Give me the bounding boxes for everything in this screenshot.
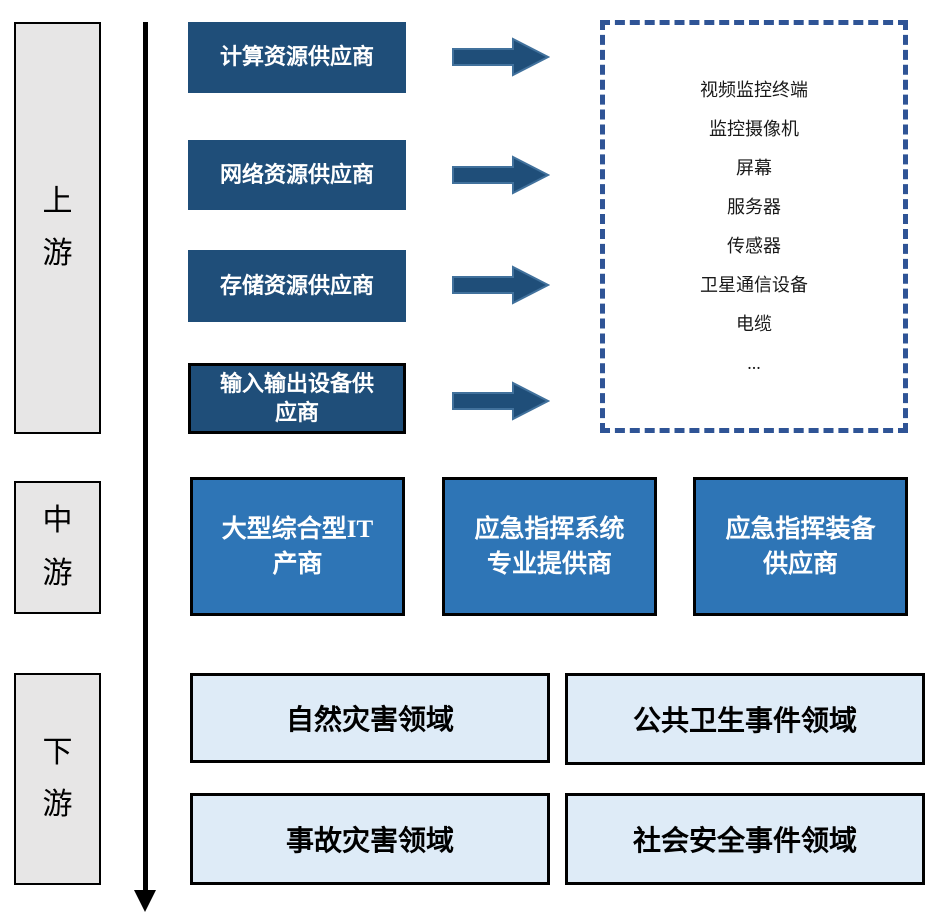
stage-downstream-label: 下游 bbox=[42, 735, 73, 822]
upstream-products-box: 视频监控终端 监控摄像机 屏幕 服务器 传感器 卫星通信设备 电缆 ... bbox=[600, 20, 908, 433]
product-item: 屏幕 bbox=[736, 157, 772, 178]
downstream-field-box: 事故灾害领域 bbox=[190, 793, 550, 885]
upstream-supplier-label: 计算资源供应商 bbox=[219, 44, 374, 70]
flow-axis-arrowhead-icon bbox=[134, 890, 156, 912]
downstream-field-box: 社会安全事件领域 bbox=[565, 793, 925, 885]
upstream-supplier-label: 输入输出设备供 应商 bbox=[219, 370, 374, 425]
stage-upstream: 上游 bbox=[14, 22, 101, 434]
product-item: 传感器 bbox=[727, 235, 781, 256]
product-item: 电缆 bbox=[736, 313, 772, 334]
flow-axis-line bbox=[143, 22, 148, 891]
product-item: 监控摄像机 bbox=[709, 118, 799, 139]
right-arrow-icon bbox=[452, 155, 550, 195]
midstream-provider-label: 大型综合型IT 产商 bbox=[221, 515, 374, 578]
midstream-provider-box: 应急指挥装备 供应商 bbox=[693, 477, 908, 616]
stage-upstream-label: 上游 bbox=[42, 184, 73, 271]
downstream-field-label: 社会安全事件领域 bbox=[632, 826, 857, 857]
right-arrow-icon bbox=[452, 381, 550, 421]
downstream-field-box: 自然灾害领域 bbox=[190, 673, 550, 763]
downstream-field-box: 公共卫生事件领域 bbox=[565, 673, 925, 765]
midstream-provider-box: 大型综合型IT 产商 bbox=[190, 477, 405, 616]
midstream-provider-label: 应急指挥系统 专业提供商 bbox=[474, 515, 625, 578]
stage-midstream: 中游 bbox=[14, 481, 101, 614]
upstream-supplier-label: 网络资源供应商 bbox=[219, 161, 374, 187]
stage-downstream: 下游 bbox=[14, 673, 101, 885]
downstream-field-label: 事故灾害领域 bbox=[285, 826, 454, 857]
upstream-supplier-box: 计算资源供应商 bbox=[188, 22, 406, 93]
upstream-supplier-label: 存储资源供应商 bbox=[219, 272, 374, 298]
product-item: 卫星通信设备 bbox=[700, 274, 808, 295]
midstream-provider-box: 应急指挥系统 专业提供商 bbox=[442, 477, 657, 616]
midstream-provider-label: 应急指挥装备 供应商 bbox=[725, 515, 876, 578]
stage-midstream-label: 中游 bbox=[42, 504, 73, 590]
right-arrow-icon bbox=[452, 37, 550, 77]
upstream-supplier-box: 输入输出设备供 应商 bbox=[188, 363, 406, 434]
upstream-supplier-box: 网络资源供应商 bbox=[188, 140, 406, 210]
right-arrow-icon bbox=[452, 265, 550, 305]
product-item: 视频监控终端 bbox=[700, 79, 808, 100]
downstream-field-label: 公共卫生事件领域 bbox=[632, 706, 857, 737]
downstream-field-label: 自然灾害领域 bbox=[285, 705, 454, 736]
product-item-ellipsis: ... bbox=[747, 352, 761, 373]
product-item: 服务器 bbox=[727, 196, 781, 217]
upstream-supplier-box: 存储资源供应商 bbox=[188, 250, 406, 322]
